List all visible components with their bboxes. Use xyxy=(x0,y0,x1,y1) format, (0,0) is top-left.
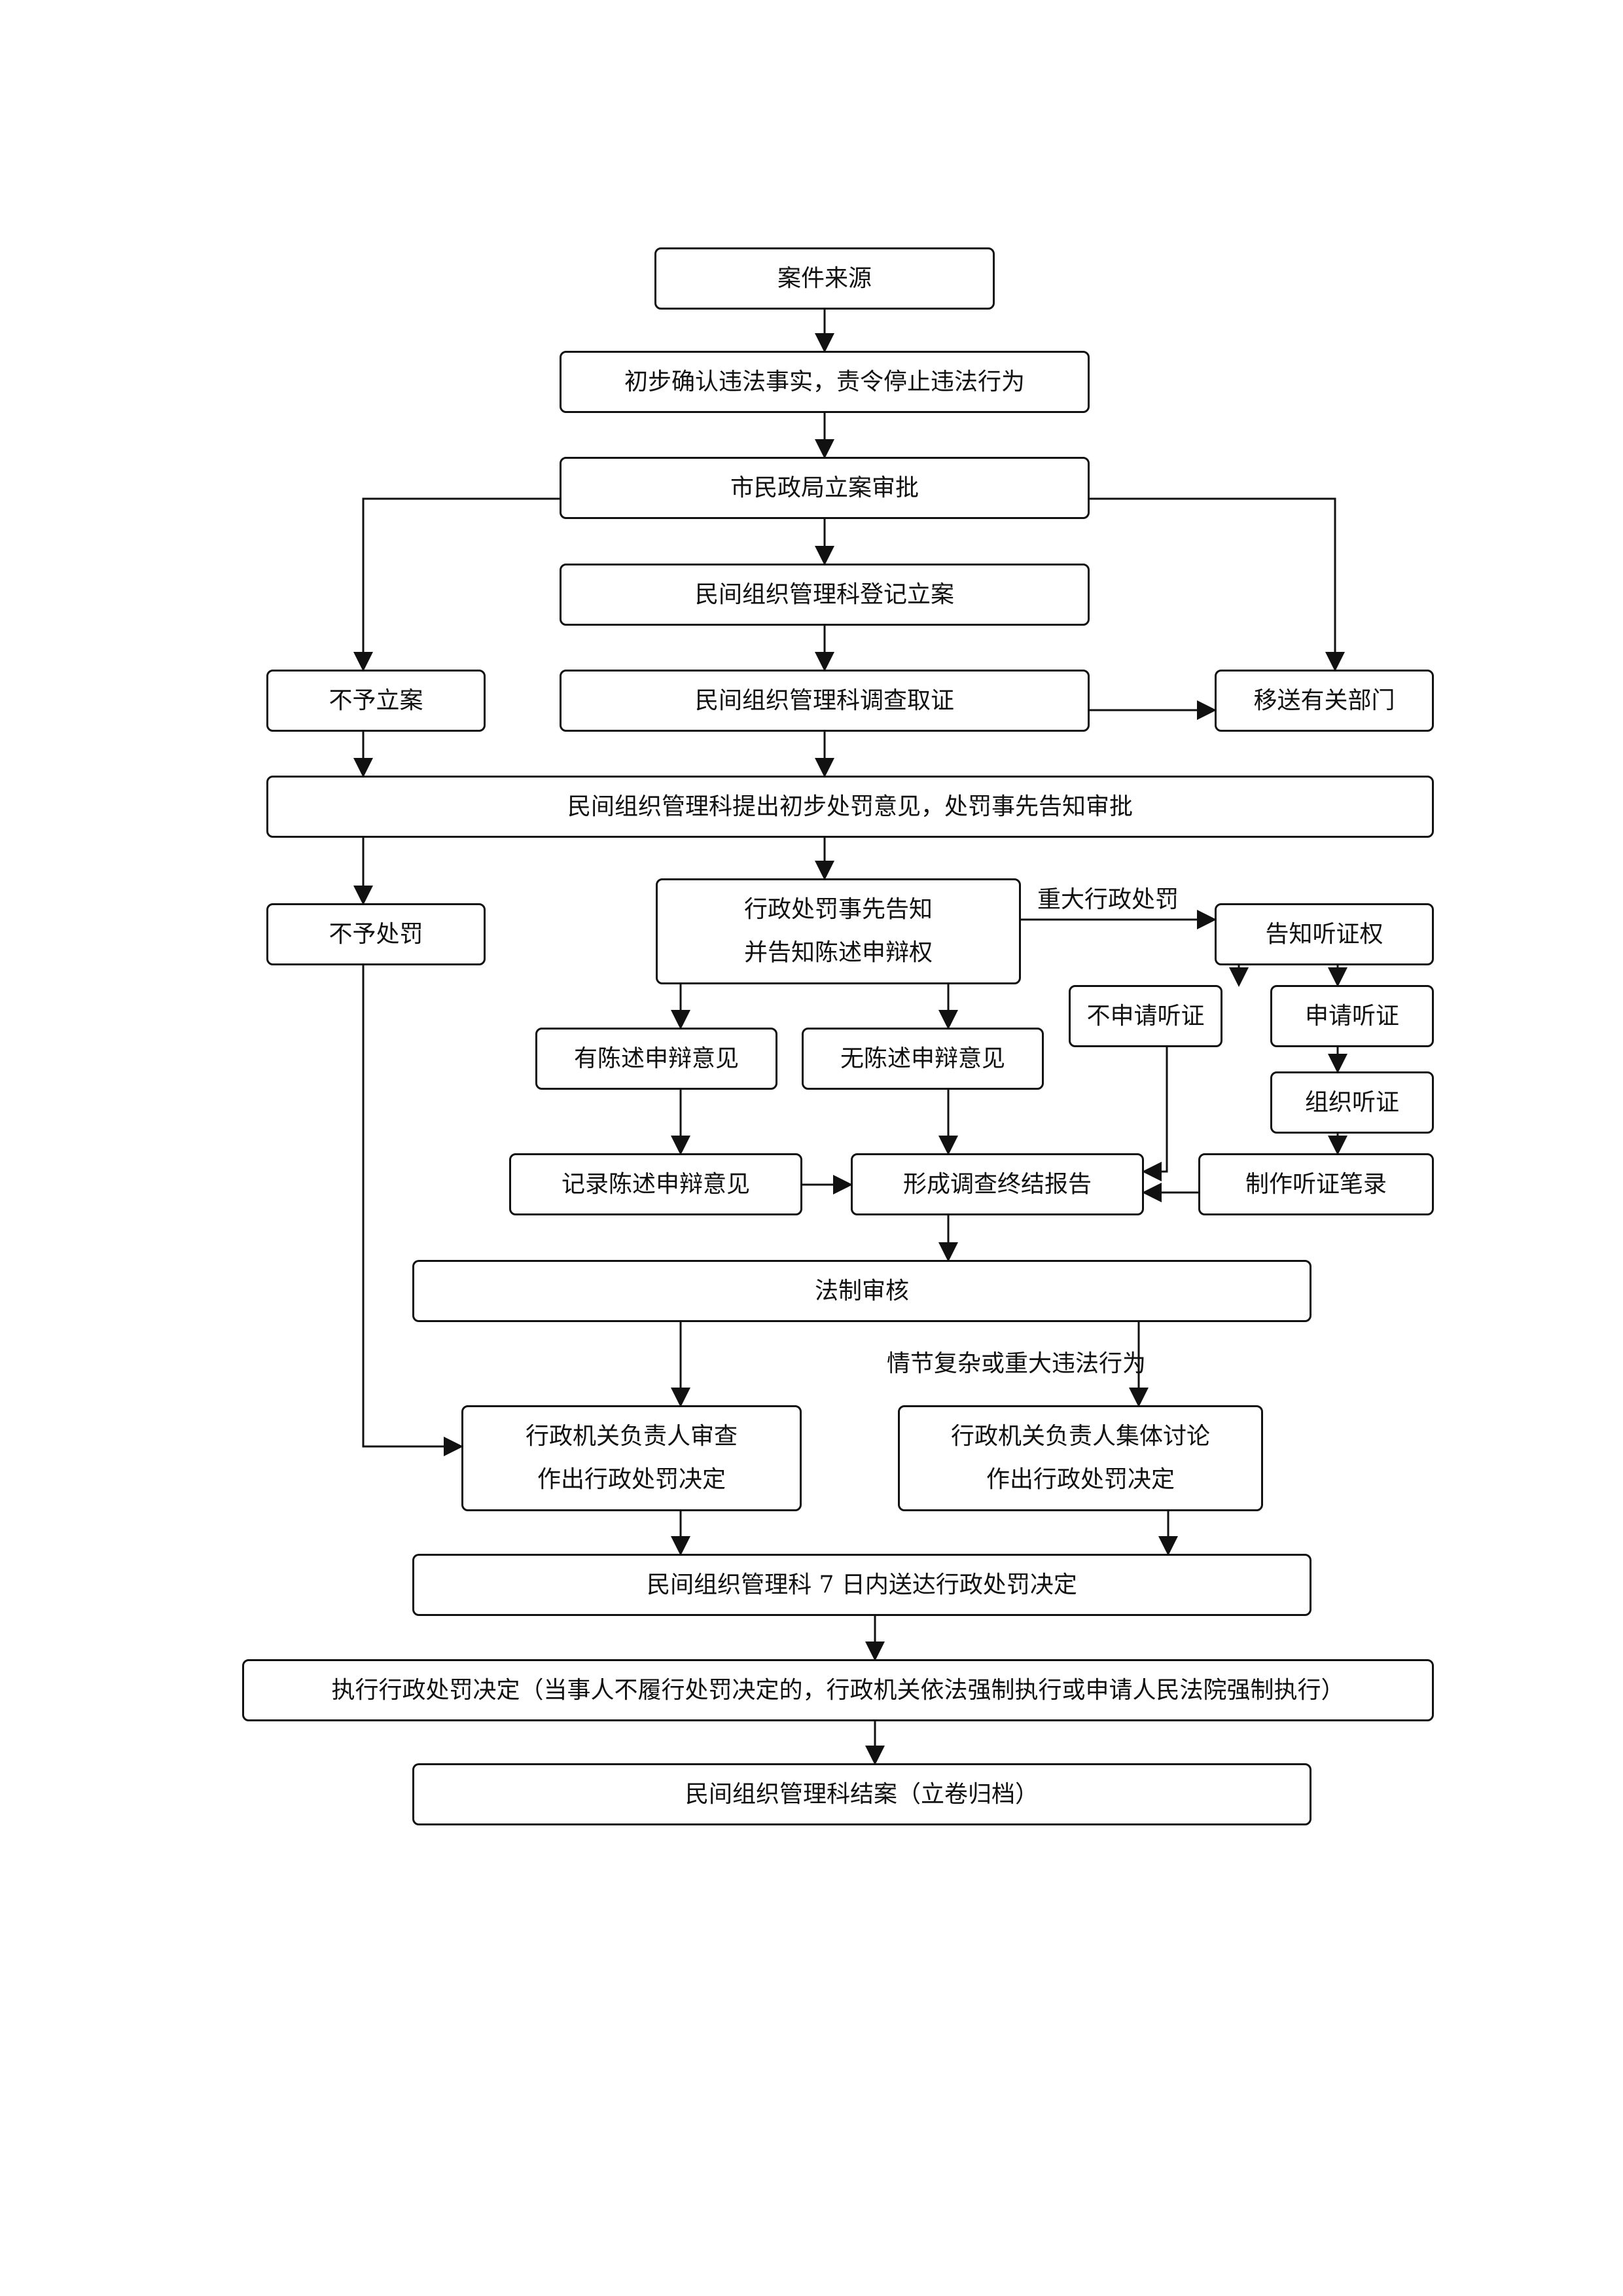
node-transfer: 移送有关部门 xyxy=(1215,670,1434,732)
node-hearing-right: 告知听证权 xyxy=(1215,903,1434,965)
edge-approval-to-no-filing xyxy=(353,497,560,672)
node-request-hearing: 申请听证 xyxy=(1270,985,1434,1047)
node-bureau-approval: 市民政局立案审批 xyxy=(560,457,1090,519)
node-preliminary-confirm: 初步确认违法事实，责令停止违法行为 xyxy=(560,351,1090,413)
node-legal-review-text: 法制审核 xyxy=(814,1277,909,1304)
node-no-hearing-request: 不申请听证 xyxy=(1069,985,1222,1047)
node-no-statement-text: 无陈述申辩意见 xyxy=(840,1045,1005,1072)
node-close-case-text: 民间组织管理科结案（立卷归档） xyxy=(685,1780,1039,1808)
node-preliminary-opinion-text: 民间组织管理科提出初步处罚意见，处罚事先告知审批 xyxy=(567,793,1133,820)
edge-label-complex-case: 情节复杂或重大违法行为 xyxy=(887,1350,1147,1377)
node-no-penalty-text: 不予处罚 xyxy=(329,920,423,948)
node-head-review-line1: 行政机关负责人审查 xyxy=(525,1423,738,1450)
node-investigate-text: 民间组织管理科调查取证 xyxy=(694,687,954,714)
edge-approval-to-transfer xyxy=(1090,497,1345,672)
node-record-statement: 记录陈述申辩意见 xyxy=(509,1153,802,1215)
node-organize-hearing: 组织听证 xyxy=(1270,1071,1434,1134)
node-has-statement-text: 有陈述申辩意见 xyxy=(573,1045,739,1072)
node-transfer-text: 移送有关部门 xyxy=(1253,687,1395,714)
node-execute-decision-text: 执行行政处罚决定（当事人不履行处罚决定的，行政机关依法强制执行或申请人民法院强制… xyxy=(331,1676,1345,1704)
node-collective-discussion-line1: 行政机关负责人集体讨论 xyxy=(950,1423,1210,1450)
node-legal-review: 法制审核 xyxy=(412,1260,1311,1322)
node-no-filing-text: 不予立案 xyxy=(329,687,423,714)
edge-no-request-to-report xyxy=(1142,1047,1168,1181)
node-collective-discussion-line2: 作出行政处罚决定 xyxy=(986,1466,1175,1493)
node-deliver-decision-text: 民间组织管理科 7 日内送达行政处罚决定 xyxy=(647,1571,1077,1598)
node-prior-notice-line1: 行政处罚事先告知 xyxy=(743,896,933,923)
node-register-case-text: 民间组织管理科登记立案 xyxy=(694,581,954,608)
edge-label-major-penalty: 重大行政处罚 xyxy=(1037,886,1179,913)
node-preliminary-opinion: 民间组织管理科提出初步处罚意见，处罚事先告知审批 xyxy=(266,776,1434,838)
node-bureau-approval-text: 市民政局立案审批 xyxy=(730,474,919,501)
node-case-source: 案件来源 xyxy=(654,247,995,310)
node-execute-decision: 执行行政处罚决定（当事人不履行处罚决定的，行政机关依法强制执行或申请人民法院强制… xyxy=(242,1659,1434,1721)
node-no-hearing-request-text: 不申请听证 xyxy=(1086,1002,1205,1030)
node-no-penalty: 不予处罚 xyxy=(266,903,486,965)
node-final-report: 形成调查终结报告 xyxy=(851,1153,1144,1215)
node-hearing-transcript: 制作听证笔录 xyxy=(1198,1153,1434,1215)
node-preliminary-confirm-text: 初步确认违法事实，责令停止违法行为 xyxy=(624,368,1025,395)
node-no-filing: 不予立案 xyxy=(266,670,486,732)
node-head-review-line2: 作出行政处罚决定 xyxy=(537,1466,726,1493)
node-prior-notice: 行政处罚事先告知 并告知陈述申辩权 xyxy=(656,878,1021,984)
edge-no-penalty-to-head-review xyxy=(362,965,463,1456)
node-hearing-right-text: 告知听证权 xyxy=(1265,920,1383,948)
node-deliver-decision: 民间组织管理科 7 日内送达行政处罚决定 xyxy=(412,1554,1311,1616)
node-head-review: 行政机关负责人审查 作出行政处罚决定 xyxy=(461,1405,802,1511)
node-prior-notice-line2: 并告知陈述申辩权 xyxy=(743,939,933,966)
node-final-report-text: 形成调查终结报告 xyxy=(902,1170,1092,1198)
node-organize-hearing-text: 组织听证 xyxy=(1304,1088,1399,1116)
node-collective-discussion: 行政机关负责人集体讨论 作出行政处罚决定 xyxy=(898,1405,1263,1511)
node-record-statement-text: 记录陈述申辩意见 xyxy=(561,1170,750,1198)
node-register-case: 民间组织管理科登记立案 xyxy=(560,564,1090,626)
node-request-hearing-text: 申请听证 xyxy=(1304,1002,1399,1030)
node-no-statement: 无陈述申辩意见 xyxy=(802,1028,1044,1090)
node-investigate: 民间组织管理科调查取证 xyxy=(560,670,1090,732)
node-hearing-transcript-text: 制作听证笔录 xyxy=(1245,1170,1387,1198)
node-case-source-text: 案件来源 xyxy=(777,264,872,292)
node-has-statement: 有陈述申辩意见 xyxy=(535,1028,777,1090)
node-close-case: 民间组织管理科结案（立卷归档） xyxy=(412,1763,1311,1825)
